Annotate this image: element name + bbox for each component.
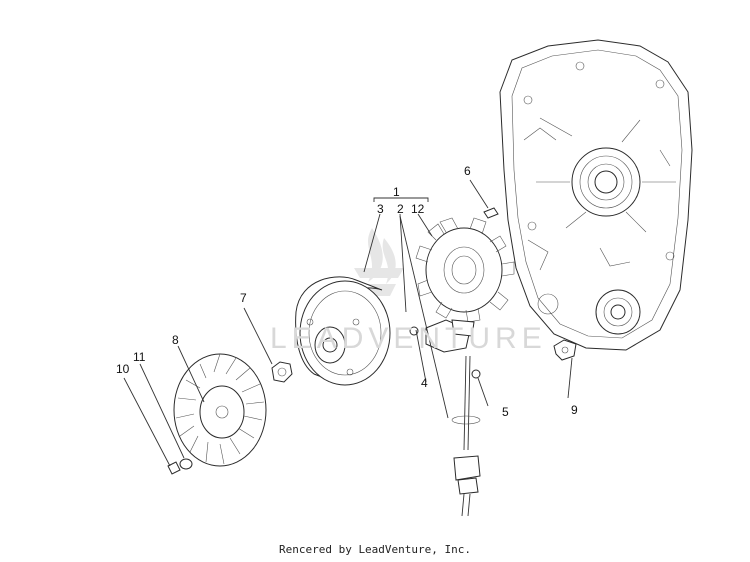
callout-10: 10 (116, 362, 130, 376)
callout-3: 3 (377, 202, 384, 216)
callout-11: 11 (133, 350, 146, 364)
cooling-fan (173, 353, 267, 467)
callout-8: 8 (172, 333, 179, 347)
part-9-bracket (553, 339, 577, 361)
callout-2: 2 (397, 202, 404, 216)
washer-and-bolt (167, 458, 193, 475)
callout-6: 6 (464, 164, 471, 178)
crankcase (499, 39, 693, 351)
callout-7: 7 (240, 291, 247, 305)
callout-9: 9 (571, 403, 578, 417)
pickup-and-wiring (409, 319, 481, 517)
flywheel-rotor (295, 276, 391, 386)
part-6-pin (483, 207, 499, 219)
callout-1: 1 (393, 185, 400, 199)
callout-5: 5 (502, 405, 509, 419)
callout-4: 4 (421, 376, 428, 390)
stator (415, 217, 515, 323)
callout-12: 12 (411, 202, 425, 216)
watermark-text: LEADVENTURE (270, 322, 547, 355)
footer-credit: Rencered by LeadVenture, Inc. (278, 543, 472, 556)
leader-lines (123, 179, 573, 467)
part-7-nut (271, 361, 293, 383)
